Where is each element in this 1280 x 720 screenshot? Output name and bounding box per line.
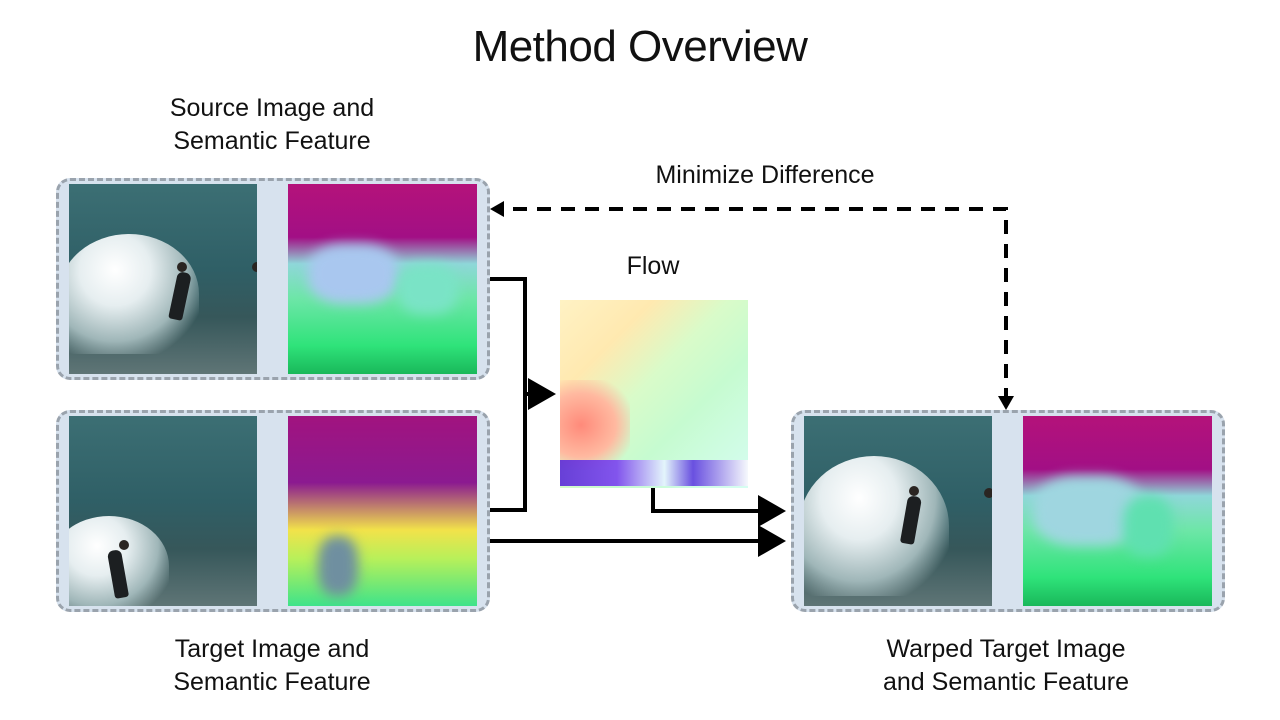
source-image: [69, 184, 257, 374]
flow-to-warped-arrow: [651, 488, 786, 527]
target-label: Target Image and Semantic Feature: [122, 633, 422, 699]
warped-target-image: [804, 416, 992, 606]
minimize-difference-arrow: [498, 207, 1008, 402]
warped-label-line2: and Semantic Feature: [883, 668, 1129, 696]
target-semantic-feature: [288, 416, 477, 606]
minimize-arrowhead-down: [998, 396, 1014, 410]
minimize-arrowhead-left: [490, 201, 504, 217]
source-label-line1: Source Image and: [169, 94, 375, 122]
source-to-flow-arrow: [490, 277, 527, 394]
source-label: Source Image and Semantic Feature: [122, 92, 422, 158]
warped-group: [791, 410, 1225, 612]
target-label-line1: Target Image and: [174, 635, 370, 663]
target-group: [56, 410, 490, 612]
flow-visualization: [560, 300, 748, 488]
source-group: [56, 178, 490, 380]
diagram-title: Method Overview: [472, 22, 808, 71]
target-label-line2: Semantic Feature: [173, 668, 371, 696]
target-to-flow-arrow: [490, 394, 527, 512]
source-label-line2: Semantic Feature: [173, 127, 371, 155]
minimize-difference-label: Minimize Difference: [655, 161, 875, 189]
warped-label-line1: Warped Target Image: [886, 635, 1126, 663]
warped-semantic-feature: [1023, 416, 1212, 606]
warped-label: Warped Target Image and Semantic Feature: [846, 633, 1166, 699]
source-semantic-feature: [288, 184, 477, 374]
flow-label: Flow: [626, 252, 680, 280]
target-image: [69, 416, 257, 606]
